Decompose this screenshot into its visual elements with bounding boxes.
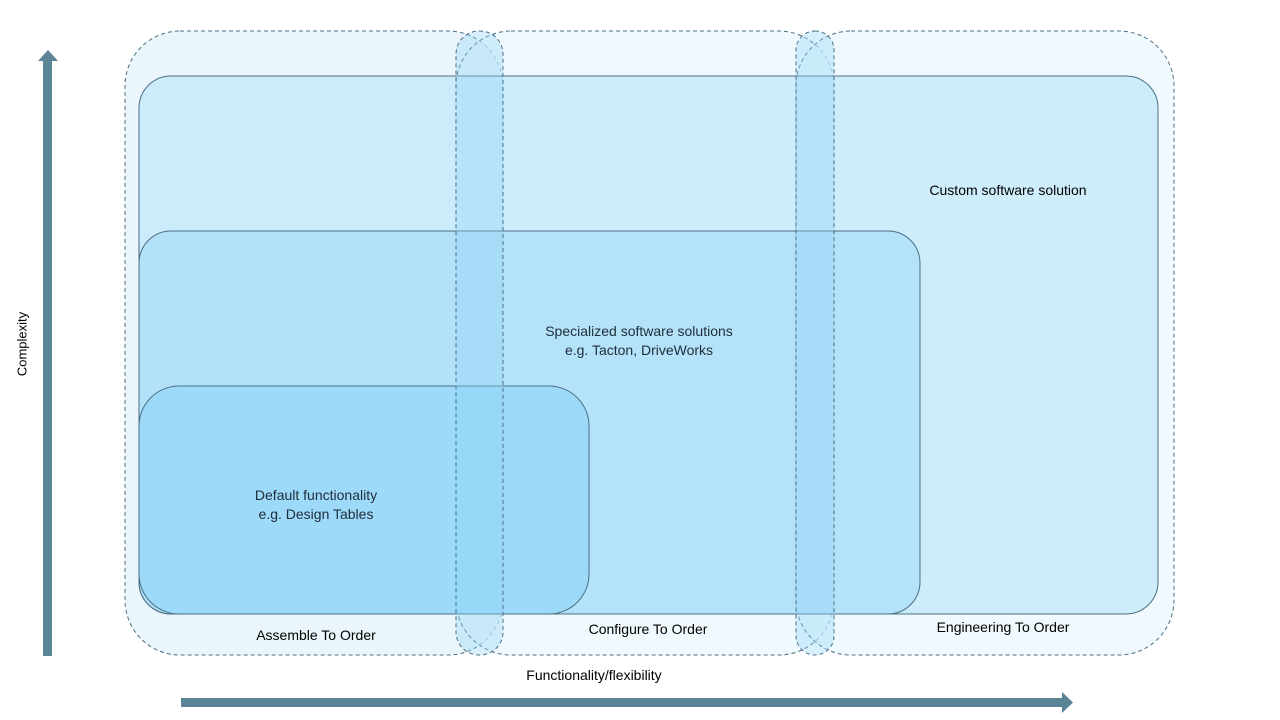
x-axis-arrow bbox=[181, 692, 1073, 713]
overlap-stripe-right bbox=[795, 30, 835, 656]
specialized-solution-title: Specialized software solutions bbox=[545, 323, 733, 339]
custom-solution-label: Custom software solution bbox=[929, 182, 1087, 198]
category-label-configure: Configure To Order bbox=[588, 621, 708, 637]
y-axis-label: Complexity bbox=[14, 311, 30, 377]
default-solution-label: Default functionality e.g. Design Tables bbox=[206, 486, 426, 524]
category-label-engineering: Engineering To Order bbox=[936, 619, 1070, 635]
default-solution-example: e.g. Design Tables bbox=[258, 506, 374, 522]
specialized-solution-label: Specialized software solutions e.g. Tact… bbox=[509, 322, 769, 360]
default-solution-title: Default functionality bbox=[254, 487, 378, 503]
default-solution-box bbox=[138, 385, 590, 615]
category-label-assemble: Assemble To Order bbox=[256, 627, 376, 643]
x-axis-label: Functionality/flexibility bbox=[526, 667, 662, 683]
overlap-stripe-left bbox=[455, 30, 504, 656]
specialized-solution-example: e.g. Tacton, DriveWorks bbox=[564, 342, 714, 358]
y-axis-arrow bbox=[38, 50, 58, 656]
